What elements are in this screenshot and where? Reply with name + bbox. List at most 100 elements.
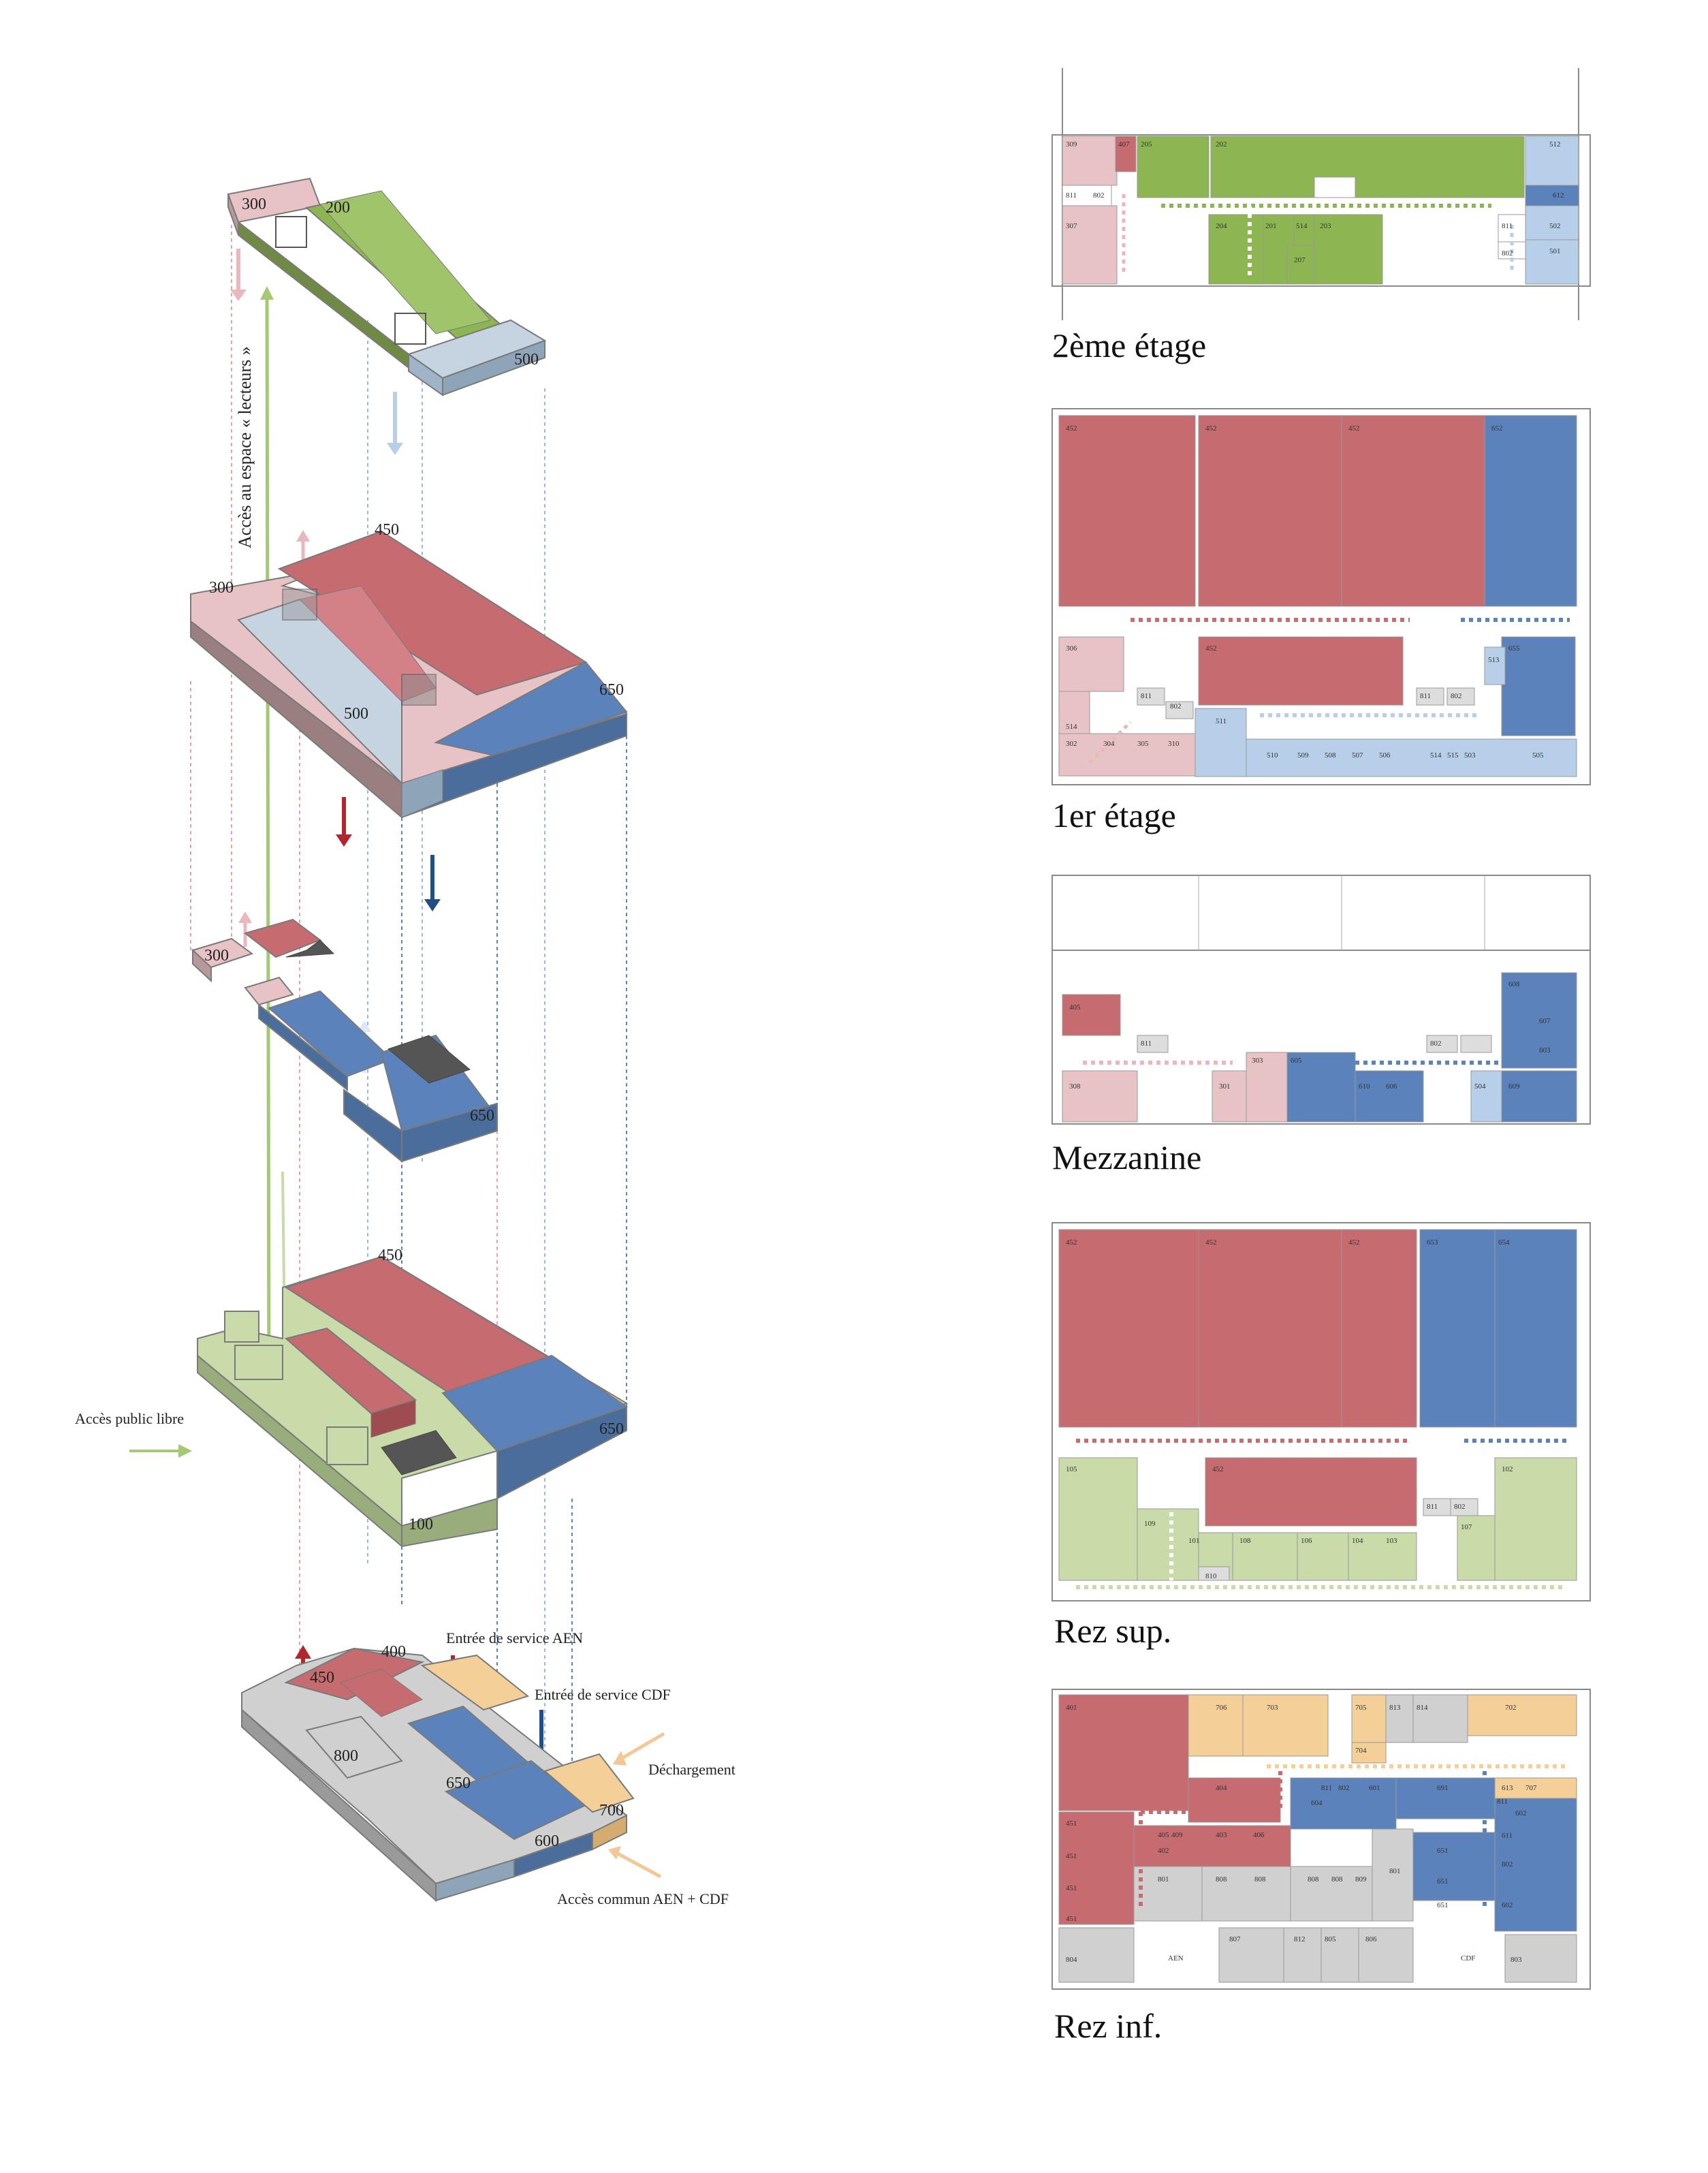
axo-level-2: 300 200 500 — [227, 177, 547, 396]
room-number: 452 — [1212, 1465, 1224, 1473]
room-number: 602 — [1502, 1901, 1513, 1909]
room-number: 507 — [1352, 751, 1363, 760]
axo-label-500: 500 — [514, 351, 539, 369]
room-number: 805 — [1325, 1935, 1336, 1943]
axo-label-300: 300 — [209, 579, 234, 597]
room-number: 602 — [1515, 1809, 1527, 1817]
plan-rez-sup — [1051, 1222, 1591, 1601]
room-number: 103 — [1386, 1537, 1397, 1545]
room-number: 514 — [1296, 222, 1308, 230]
room-number: 606 — [1386, 1082, 1397, 1091]
axo-rez-sup: 450 650 100 — [197, 1247, 629, 1548]
room-number: 105 — [1066, 1465, 1077, 1473]
room-number: CDF — [1461, 1954, 1475, 1963]
axo-label-100: 100 — [409, 1516, 433, 1533]
room-number: 811 — [1502, 222, 1513, 230]
room-number: 652 — [1491, 424, 1503, 433]
room-number: 452 — [1205, 1238, 1217, 1247]
room-number: 704 — [1355, 1747, 1367, 1755]
room-number: 407 — [1118, 140, 1130, 148]
room-number: 452 — [1205, 424, 1217, 433]
room-number: 510 — [1267, 751, 1278, 760]
room-number: 806 — [1365, 1935, 1377, 1943]
room-number: 106 — [1301, 1537, 1312, 1545]
room-number: 402 — [1158, 1847, 1169, 1855]
room-number: 811 — [1321, 1784, 1332, 1792]
room-number: 514 — [1430, 751, 1442, 760]
room-number: 306 — [1066, 644, 1077, 653]
room-number: 804 — [1066, 1956, 1077, 1964]
axo-label-650: 650 — [599, 1420, 624, 1438]
projection-lines — [190, 225, 627, 1839]
room-number: 609 — [1508, 1082, 1520, 1091]
room-number: 802 — [1338, 1784, 1350, 1792]
axo-label-200: 200 — [326, 199, 350, 217]
room-number: 801 — [1389, 1867, 1401, 1875]
axo-label-300: 300 — [204, 947, 229, 965]
axo-level-1: 300 450 500 650 — [190, 521, 628, 819]
axo-label-650: 650 — [470, 1107, 494, 1125]
unloading-label: Déchargement — [648, 1761, 736, 1778]
room-number: 702 — [1505, 1704, 1517, 1712]
room-number: 651 — [1437, 1847, 1449, 1855]
room-number: 508 — [1325, 751, 1336, 760]
room-number: 814 — [1417, 1704, 1428, 1712]
room-number: 613 — [1502, 1784, 1513, 1792]
room-number: 107 — [1461, 1523, 1472, 1531]
plan-rez-inf — [1051, 1689, 1591, 1990]
room-number: AEN — [1168, 1954, 1184, 1963]
reader-access-label: Accès au espace « lecteurs » — [235, 346, 255, 548]
plan-caption-level-1: 1er étage — [1052, 796, 1176, 834]
room-number: 205 — [1141, 140, 1152, 148]
room-number: 807 — [1229, 1935, 1241, 1943]
room-number: 812 — [1294, 1935, 1306, 1943]
room-number: 809 — [1355, 1875, 1367, 1883]
room-number: 405 — [1158, 1831, 1169, 1839]
room-number: 409 — [1171, 1831, 1183, 1839]
room-number: 109 — [1144, 1520, 1156, 1528]
room-number: 802 — [1430, 1039, 1442, 1048]
axo-mezzanine: 300 650 — [191, 918, 499, 1163]
room-number: 802 — [1093, 191, 1105, 200]
room-number: 651 — [1437, 1877, 1449, 1886]
room-number: 808 — [1331, 1875, 1343, 1883]
room-number: 513 — [1488, 656, 1500, 664]
room-number: 203 — [1320, 222, 1331, 230]
axo-rez-inf: 400 450 800 650 600 700 — [241, 1643, 635, 1903]
room-number: 505 — [1532, 751, 1544, 760]
plan-caption-rez-sup: Rez sup. — [1054, 1612, 1172, 1650]
room-number: 503 — [1464, 751, 1476, 760]
room-number: 307 — [1066, 222, 1077, 230]
plan-level-2 — [1051, 68, 1591, 320]
plan-level-1 — [1051, 408, 1591, 785]
room-number: 404 — [1216, 1784, 1227, 1792]
room-number: 811 — [1141, 692, 1152, 700]
axo-label-600: 600 — [535, 1832, 559, 1850]
room-number: 452 — [1348, 1238, 1360, 1247]
room-number: 301 — [1219, 1082, 1231, 1091]
room-number: 207 — [1294, 256, 1306, 264]
room-number: 511 — [1216, 717, 1227, 725]
room-number: 607 — [1539, 1017, 1551, 1025]
axo-label-500: 500 — [344, 705, 368, 723]
room-number: 305 — [1137, 740, 1149, 748]
room-number: 405 — [1069, 1003, 1081, 1012]
room-number: 811 — [1497, 1798, 1508, 1806]
room-number: 451 — [1066, 1884, 1077, 1892]
room-number: 608 — [1508, 980, 1520, 988]
room-number: 811 — [1141, 1039, 1152, 1048]
axo-label-450: 450 — [310, 1669, 334, 1687]
room-number: 808 — [1254, 1875, 1266, 1883]
reader-access-line — [265, 292, 271, 1404]
room-number: 810 — [1205, 1572, 1217, 1580]
room-number: 604 — [1311, 1799, 1323, 1807]
plan-mezzanine — [1051, 875, 1591, 1125]
room-number: 707 — [1525, 1784, 1537, 1792]
room-number: 802 — [1170, 702, 1182, 710]
room-number: 802 — [1454, 1503, 1466, 1511]
room-number: 406 — [1253, 1831, 1265, 1839]
room-number: 811 — [1420, 692, 1431, 700]
room-number: 202 — [1216, 140, 1227, 148]
